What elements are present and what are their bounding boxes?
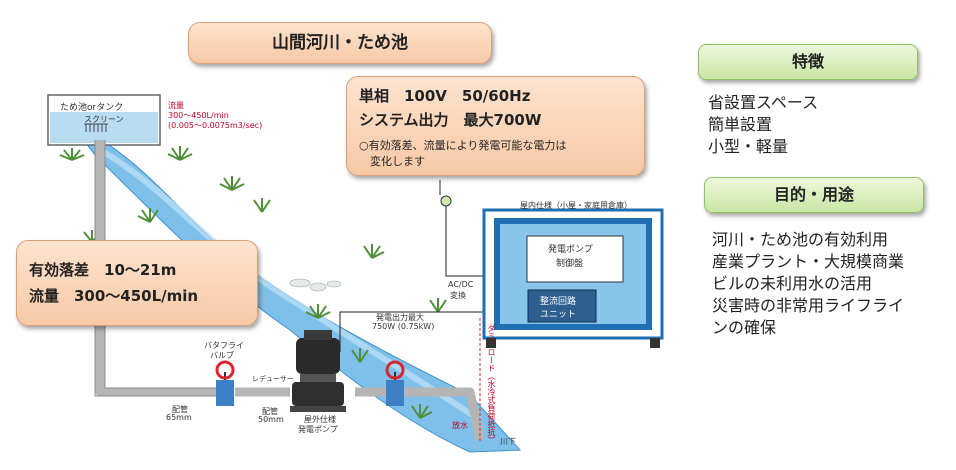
purpose-item: 産業プラント・大規模商業 xyxy=(712,252,905,271)
head-line: 有効落差 10～21m xyxy=(29,261,177,279)
discharge-label: 放水 xyxy=(452,421,468,430)
controller-label-1: 発電ポンプ xyxy=(548,245,593,255)
output-label-1: 発電出力最大 xyxy=(376,313,424,322)
rectifier-label-1: 整流回路 xyxy=(540,297,577,307)
flow-title: 流量 xyxy=(168,101,184,110)
upstream-label: 川上 xyxy=(128,151,144,160)
spec-line-1: 単相 100V 50/60Hz xyxy=(359,87,531,105)
pipe50-label-2: 50mm xyxy=(258,415,284,424)
tank-label: ため池orタンク xyxy=(60,103,124,113)
spec-note-1: ○有効落差、流量により発電可能な電力は xyxy=(359,139,567,152)
screen-label: スクリーン xyxy=(84,115,124,124)
spec-line-2: システム出力 最大700W xyxy=(359,111,542,129)
discharge-valve xyxy=(385,360,405,406)
flow-line: 流量 300～450L/min xyxy=(29,287,199,305)
pipe50-label-1: 配管 xyxy=(262,407,278,416)
spec-note-2: 変化します xyxy=(359,155,425,168)
title-banner: 山間河川・ため池 xyxy=(188,22,492,64)
plants xyxy=(59,146,447,419)
pipe65-label-2: 65mm xyxy=(166,413,192,422)
butterfly-label-1: バタフライ xyxy=(204,341,244,350)
acdc-label-1: AC/DC xyxy=(448,280,474,289)
pump-label-1: 屋外仕様 xyxy=(304,415,336,424)
butterfly-valve xyxy=(215,360,235,406)
spec-box: 単相 100V 50/60Hz システム出力 最大700W ○有効落差、流量によ… xyxy=(346,76,645,176)
features-header: 特徴 xyxy=(698,44,918,80)
flow-range: 300～450L/min xyxy=(168,111,229,120)
output-label-2: 750W (0.75kW) xyxy=(372,322,435,331)
downstream-label: 川下 xyxy=(500,437,516,446)
pipe65-label-1: 配管 xyxy=(172,405,188,414)
reducer-label: レデューサー xyxy=(252,375,294,383)
purpose-item: 災害時の非常用ライフライ xyxy=(712,296,905,315)
control-panel xyxy=(526,235,624,283)
indoor-label: 屋内仕様（小屋・家庭用倉庫） xyxy=(520,201,632,210)
flow-range-m3: (0.005～0.0075m3/sec) xyxy=(168,121,263,130)
feature-item: 小型・軽量 xyxy=(708,137,789,156)
purpose-header: 目的・用途 xyxy=(704,177,924,213)
page-title: 山間河川・ため池 xyxy=(272,33,408,53)
purpose-item: ンの確保 xyxy=(712,318,777,337)
feature-item: 省設置スペース xyxy=(708,93,819,112)
rectifier-label-2: ユニット xyxy=(540,310,577,320)
pump-label-2: 発電ポンプ xyxy=(298,425,338,434)
feature-item: 簡単設置 xyxy=(708,115,773,134)
dummy-load-label: ダミーロード（水冷式負荷抵抗） xyxy=(487,324,496,444)
purpose-item: 河川・ため池の有効利用 xyxy=(712,230,889,249)
purpose-item: ビルの未利用水の活用 xyxy=(712,274,873,293)
controller-label-2: 制御盤 xyxy=(556,259,584,269)
rocks xyxy=(289,278,342,292)
rectifier-unit xyxy=(527,289,597,323)
butterfly-label-2: バルブ xyxy=(210,351,234,360)
head-flow-box: 有効落差 10～21m 流量 300～450L/min xyxy=(16,240,258,326)
generator-pump xyxy=(290,330,346,412)
acdc-label-2: 変換 xyxy=(450,291,466,300)
